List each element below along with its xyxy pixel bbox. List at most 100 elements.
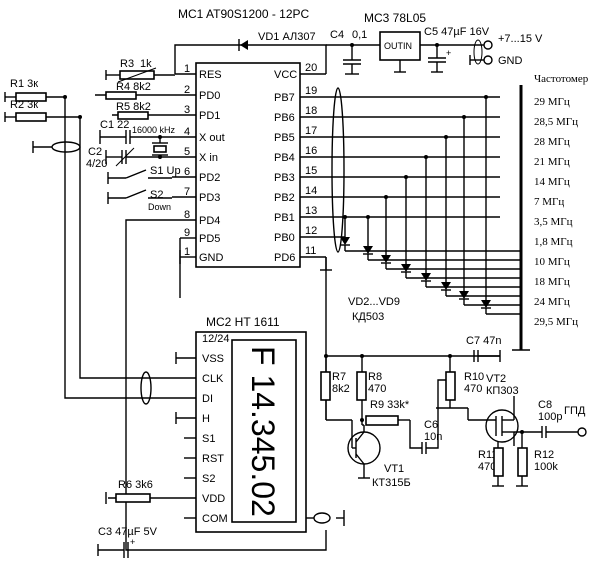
- mc1-pin-num-left: 1: [184, 246, 190, 258]
- gnd-terminal[interactable]: [483, 55, 493, 65]
- mc1-pin-num-left: 6: [184, 166, 190, 178]
- diode-symbol: [340, 237, 350, 245]
- mc1-title: MC1 AT90S1200 - 12PC: [178, 7, 310, 21]
- freq-label: 29,5 МГц: [534, 316, 578, 328]
- mc1-pin-num-left: 2: [184, 84, 190, 96]
- r6-label: R6 3k6: [118, 479, 153, 491]
- mc1-pin-num-left: 8: [184, 209, 190, 221]
- mc2-wiring: R6 3k6 C3 47µF 5V +: [97, 255, 345, 558]
- r5-label: R5 8k2: [116, 101, 151, 113]
- c5-label: C5 47µF 16V: [424, 26, 490, 38]
- mc2-pin-label: VDD: [202, 493, 225, 505]
- mc1-pin-name-right: PB0: [274, 232, 295, 244]
- mc1-pin-name-left: RES: [199, 69, 222, 81]
- mc1-pin-num-right: 16: [305, 145, 317, 157]
- r11-resistor: [493, 447, 504, 477]
- mc1-pin-num-right: 12: [305, 225, 317, 237]
- vd1-diode: [240, 40, 248, 50]
- r3-label: R3: [120, 58, 134, 70]
- r7-label: R7: [332, 371, 346, 383]
- mc1-pin-name-right: PB3: [274, 172, 295, 184]
- r6-resistor: [115, 493, 151, 503]
- freq-label: 1,8 МГц: [534, 236, 573, 248]
- vt1-type: КТ315Б: [372, 477, 411, 489]
- vt2-type: КП303: [486, 385, 519, 397]
- diode-matrix: [340, 95, 521, 315]
- r10-value: 470: [464, 383, 482, 395]
- mc1-pin-num-left: 7: [184, 186, 190, 198]
- vt2-label: VT2: [486, 373, 506, 385]
- r12-resistor: [517, 447, 528, 477]
- c2-label: C2: [88, 146, 102, 158]
- c3-label: C3 47µF 5V: [98, 526, 158, 538]
- mc1-pin-name-left: X in: [199, 152, 218, 164]
- mc1-right-pins: VCC20PB719PB618PB517PB416PB315PB214PB113…: [274, 62, 317, 264]
- power-section: VD1 АЛ307 C4 0,1 MC3 78L05 OUT IN C5 47µ…: [174, 11, 543, 75]
- mc2-pin-label: COM: [202, 513, 228, 525]
- freq-label: 10 МГц: [534, 256, 570, 268]
- cable-ellipse-left: [51, 141, 81, 153]
- r3-value: 1k: [140, 58, 152, 70]
- r9-label: R9 33k*: [370, 399, 410, 411]
- diode-symbol: [481, 300, 491, 308]
- mc2-pin-label: DI: [202, 393, 213, 405]
- r4-resistor: [105, 91, 137, 100]
- com-ellipse: [313, 512, 331, 524]
- c6-value: 10n: [424, 431, 442, 443]
- r8-label: R8: [368, 371, 382, 383]
- gnd-label: GND: [498, 55, 523, 67]
- r1-label: R1 3к: [10, 78, 38, 90]
- c4-label: C4: [330, 29, 344, 41]
- mc2-pin-label: S1: [202, 433, 215, 445]
- mc1-pin-name-right: PB7: [274, 92, 295, 104]
- mc3-in: IN: [403, 41, 412, 51]
- s2-label: S2: [150, 189, 163, 201]
- supply-label: +7...15 V: [498, 33, 543, 45]
- mc1-pin-num-right: 19: [305, 85, 317, 97]
- mc1-pin-name-left: PD1: [199, 110, 220, 122]
- r2-resistor: [15, 112, 47, 122]
- output-terminal[interactable]: [577, 427, 587, 437]
- r7-resistor: [320, 371, 331, 401]
- mc1-pin-name-left: PD0: [199, 90, 220, 102]
- r10-label: R10: [464, 371, 484, 383]
- freq-label: 3,5 МГц: [534, 216, 573, 228]
- r9-resistor: [365, 415, 399, 426]
- mc1-pin-name-left: PD5: [199, 233, 220, 245]
- mc1-pin-name-left: PD3: [199, 192, 220, 204]
- mc1-right-wires: [300, 73, 500, 271]
- mc1-pin-num-right: 14: [305, 185, 317, 197]
- mc1-pin-name-right: PB4: [274, 152, 295, 164]
- freq-label: 18 МГц: [534, 276, 570, 288]
- supply-terminal[interactable]: [483, 40, 493, 50]
- mc2-pin-label: RST: [202, 453, 224, 465]
- mc1-pin-num-left: 4: [184, 126, 190, 138]
- mc1-pin-name-right: PD6: [274, 252, 295, 264]
- mc2-pin-label: 12/24: [202, 333, 230, 345]
- c7-label: C7 47n: [466, 335, 501, 347]
- mc2-pin-label: VSS: [202, 353, 224, 365]
- mc3-regulator: [379, 31, 421, 61]
- mc1-pin-name-left: X out: [199, 132, 225, 144]
- c1-label: C1 22: [100, 119, 129, 131]
- r11-value: 470: [478, 461, 496, 473]
- mc1-pin-num-right: 18: [305, 105, 317, 117]
- freq-label: 7 МГц: [534, 196, 564, 208]
- diode-symbol: [459, 291, 469, 299]
- mc1-pin-name-right: PB6: [274, 112, 295, 124]
- r8-resistor: [356, 371, 367, 401]
- diodes-type: КД503: [352, 311, 384, 323]
- diodes-label: VD2...VD9: [348, 296, 400, 308]
- r5-resistor: [117, 111, 149, 120]
- cable-ellipse-mc2: [140, 371, 152, 405]
- lcd-display: F 14.345.02: [245, 346, 281, 517]
- r8-value: 470: [368, 383, 386, 395]
- r1-resistor: [15, 92, 47, 102]
- mc1-pin-num-left: 3: [184, 104, 190, 116]
- s1-label: S1 Up: [150, 165, 181, 177]
- mc1-pin-num-right: 17: [305, 125, 317, 137]
- c2-value: 4/20: [86, 158, 107, 170]
